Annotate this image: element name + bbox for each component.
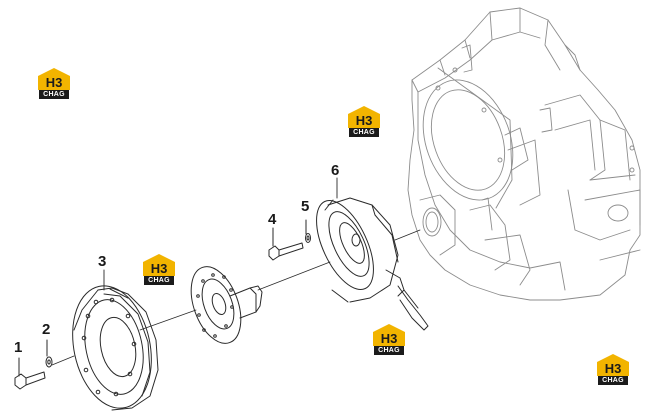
- part-6-drum: [316, 197, 429, 331]
- logo-letters: H3: [46, 75, 63, 90]
- logo-letters: H3: [605, 361, 622, 376]
- logo-letters: H3: [151, 261, 168, 276]
- logo-letters: H3: [381, 331, 398, 346]
- callout-1: 1: [14, 339, 23, 356]
- logo-word: CHAG: [144, 276, 174, 285]
- part-5-washer: [305, 219, 311, 243]
- housing: [407, 7, 641, 301]
- part-4-bolt: [268, 227, 304, 261]
- logo-letters: H3: [356, 113, 373, 128]
- part-1-bolt: [14, 357, 46, 390]
- callout-2: 2: [42, 321, 51, 338]
- brand-logo: H3 CHAG: [346, 104, 382, 140]
- callout-3: 3: [98, 253, 107, 270]
- callout-leaders: [103, 177, 338, 291]
- logo-word: CHAG: [39, 90, 69, 99]
- brand-logo: H3 CHAG: [141, 252, 177, 288]
- flange-part: [190, 266, 263, 344]
- axis-leader-lines: [51, 229, 421, 366]
- part-2-washer: [45, 339, 53, 368]
- brand-logo: H3 CHAG: [371, 322, 407, 358]
- callout-4: 4: [268, 211, 277, 228]
- logo-word: CHAG: [374, 346, 404, 355]
- logo-word: CHAG: [349, 128, 379, 137]
- part-3-pulley: [72, 285, 159, 411]
- callout-6: 6: [331, 162, 340, 179]
- logo-word: CHAG: [598, 376, 628, 385]
- brand-logo: H3 CHAG: [595, 352, 631, 388]
- callout-5: 5: [301, 198, 310, 215]
- brand-logo: H3 CHAG: [36, 66, 72, 102]
